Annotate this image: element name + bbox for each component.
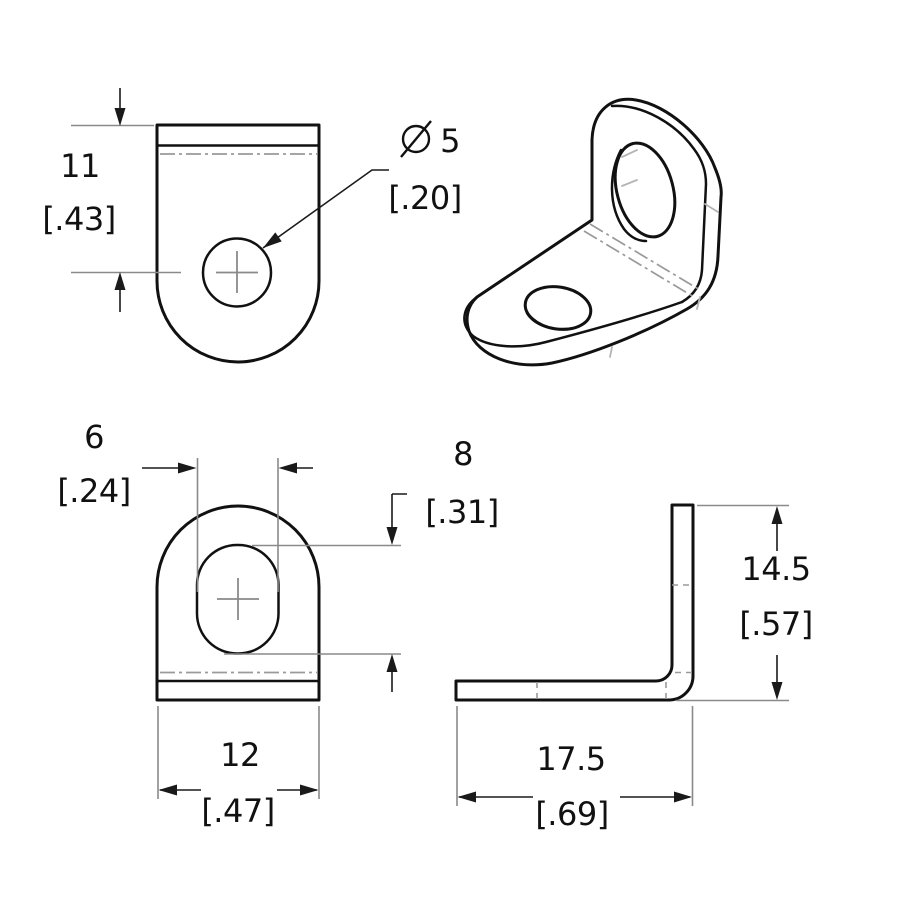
arrowhead-down <box>114 108 126 126</box>
front-part-outline <box>155 123 321 364</box>
dim-overall-height: 14.5 [.57] <box>676 504 813 702</box>
dim-slot-length-ref: [.31] <box>425 493 498 531</box>
dim-slot-width-ref: [.24] <box>57 472 130 510</box>
front-view: 11 [.43] 5 [.20] <box>42 88 462 364</box>
iso-tangent-ticks <box>609 149 719 358</box>
iso-flange-hole-inner-edge <box>610 148 648 243</box>
arrowhead-left <box>278 462 297 474</box>
leader-arrowhead <box>263 232 282 248</box>
dim-slot-width: 6 [.24] <box>57 418 313 592</box>
dim-hole-diameter: 5 [.20] <box>262 120 462 249</box>
extension-line <box>71 124 181 274</box>
dim-slot-length-value: 8 <box>453 435 473 473</box>
dim-slot-length: 8 [.31] <box>224 435 499 692</box>
dim-front-height: 11 [.43] <box>42 88 181 312</box>
side-view: 14.5 [.57] 17.5 [.69] <box>454 503 813 833</box>
arrowhead-up <box>771 506 783 524</box>
arrowhead-up <box>386 654 398 672</box>
iso-bend-tangent-lines <box>583 223 701 298</box>
dim-base-width: 12 [.47] <box>157 706 320 830</box>
iso-base-top-face-edge <box>463 295 684 348</box>
dim-front-height-value: 11 <box>60 147 100 185</box>
iso-flange-hole <box>613 141 677 239</box>
front-hole <box>201 237 273 308</box>
dim-hole-diameter-value: 5 <box>440 122 460 160</box>
extension-line <box>676 504 789 702</box>
dim-base-width-ref: [.47] <box>201 792 274 830</box>
arrowhead-right <box>300 784 319 796</box>
dim-slot-width-value: 6 <box>84 418 104 456</box>
dim-overall-height-value: 14.5 <box>741 550 810 588</box>
bottom-part-outline <box>155 504 321 702</box>
arrowhead-right <box>178 462 197 474</box>
side-part-outline <box>454 503 695 702</box>
dim-base-length: 17.5 [.69] <box>456 706 694 833</box>
iso-flange-front-edge <box>610 104 708 304</box>
leader-line <box>262 169 389 249</box>
dim-base-width-value: 12 <box>220 736 260 774</box>
front-hole-center-cross <box>216 251 258 293</box>
arrowhead-left <box>158 784 177 796</box>
dimension-stems <box>391 493 407 692</box>
extension-line <box>196 458 279 592</box>
extension-line <box>456 706 694 806</box>
iso-base-hole <box>523 285 593 331</box>
arrowhead-left <box>457 791 476 803</box>
arrowhead-down <box>771 682 783 700</box>
dim-front-height-ref: [.43] <box>42 200 115 238</box>
diameter-symbol-icon <box>400 120 432 158</box>
dim-overall-height-ref: [.57] <box>739 605 812 643</box>
dim-base-length-ref: [.69] <box>535 795 608 833</box>
arrowhead-right <box>674 791 692 803</box>
dim-hole-diameter-ref: [.20] <box>388 179 461 217</box>
arrowhead-up <box>114 272 126 290</box>
iso-base-hole-inner-edge <box>525 311 576 331</box>
extension-line <box>224 544 401 655</box>
extension-line <box>157 706 320 799</box>
isometric-view <box>463 97 723 367</box>
arrowhead-down <box>386 527 398 545</box>
bottom-hole-center-cross <box>217 578 259 620</box>
bottom-view: 6 [.24] 8 [.31] 12 [.47] <box>57 418 499 830</box>
iso-silhouette <box>465 97 723 367</box>
dim-base-length-value: 17.5 <box>536 740 605 778</box>
